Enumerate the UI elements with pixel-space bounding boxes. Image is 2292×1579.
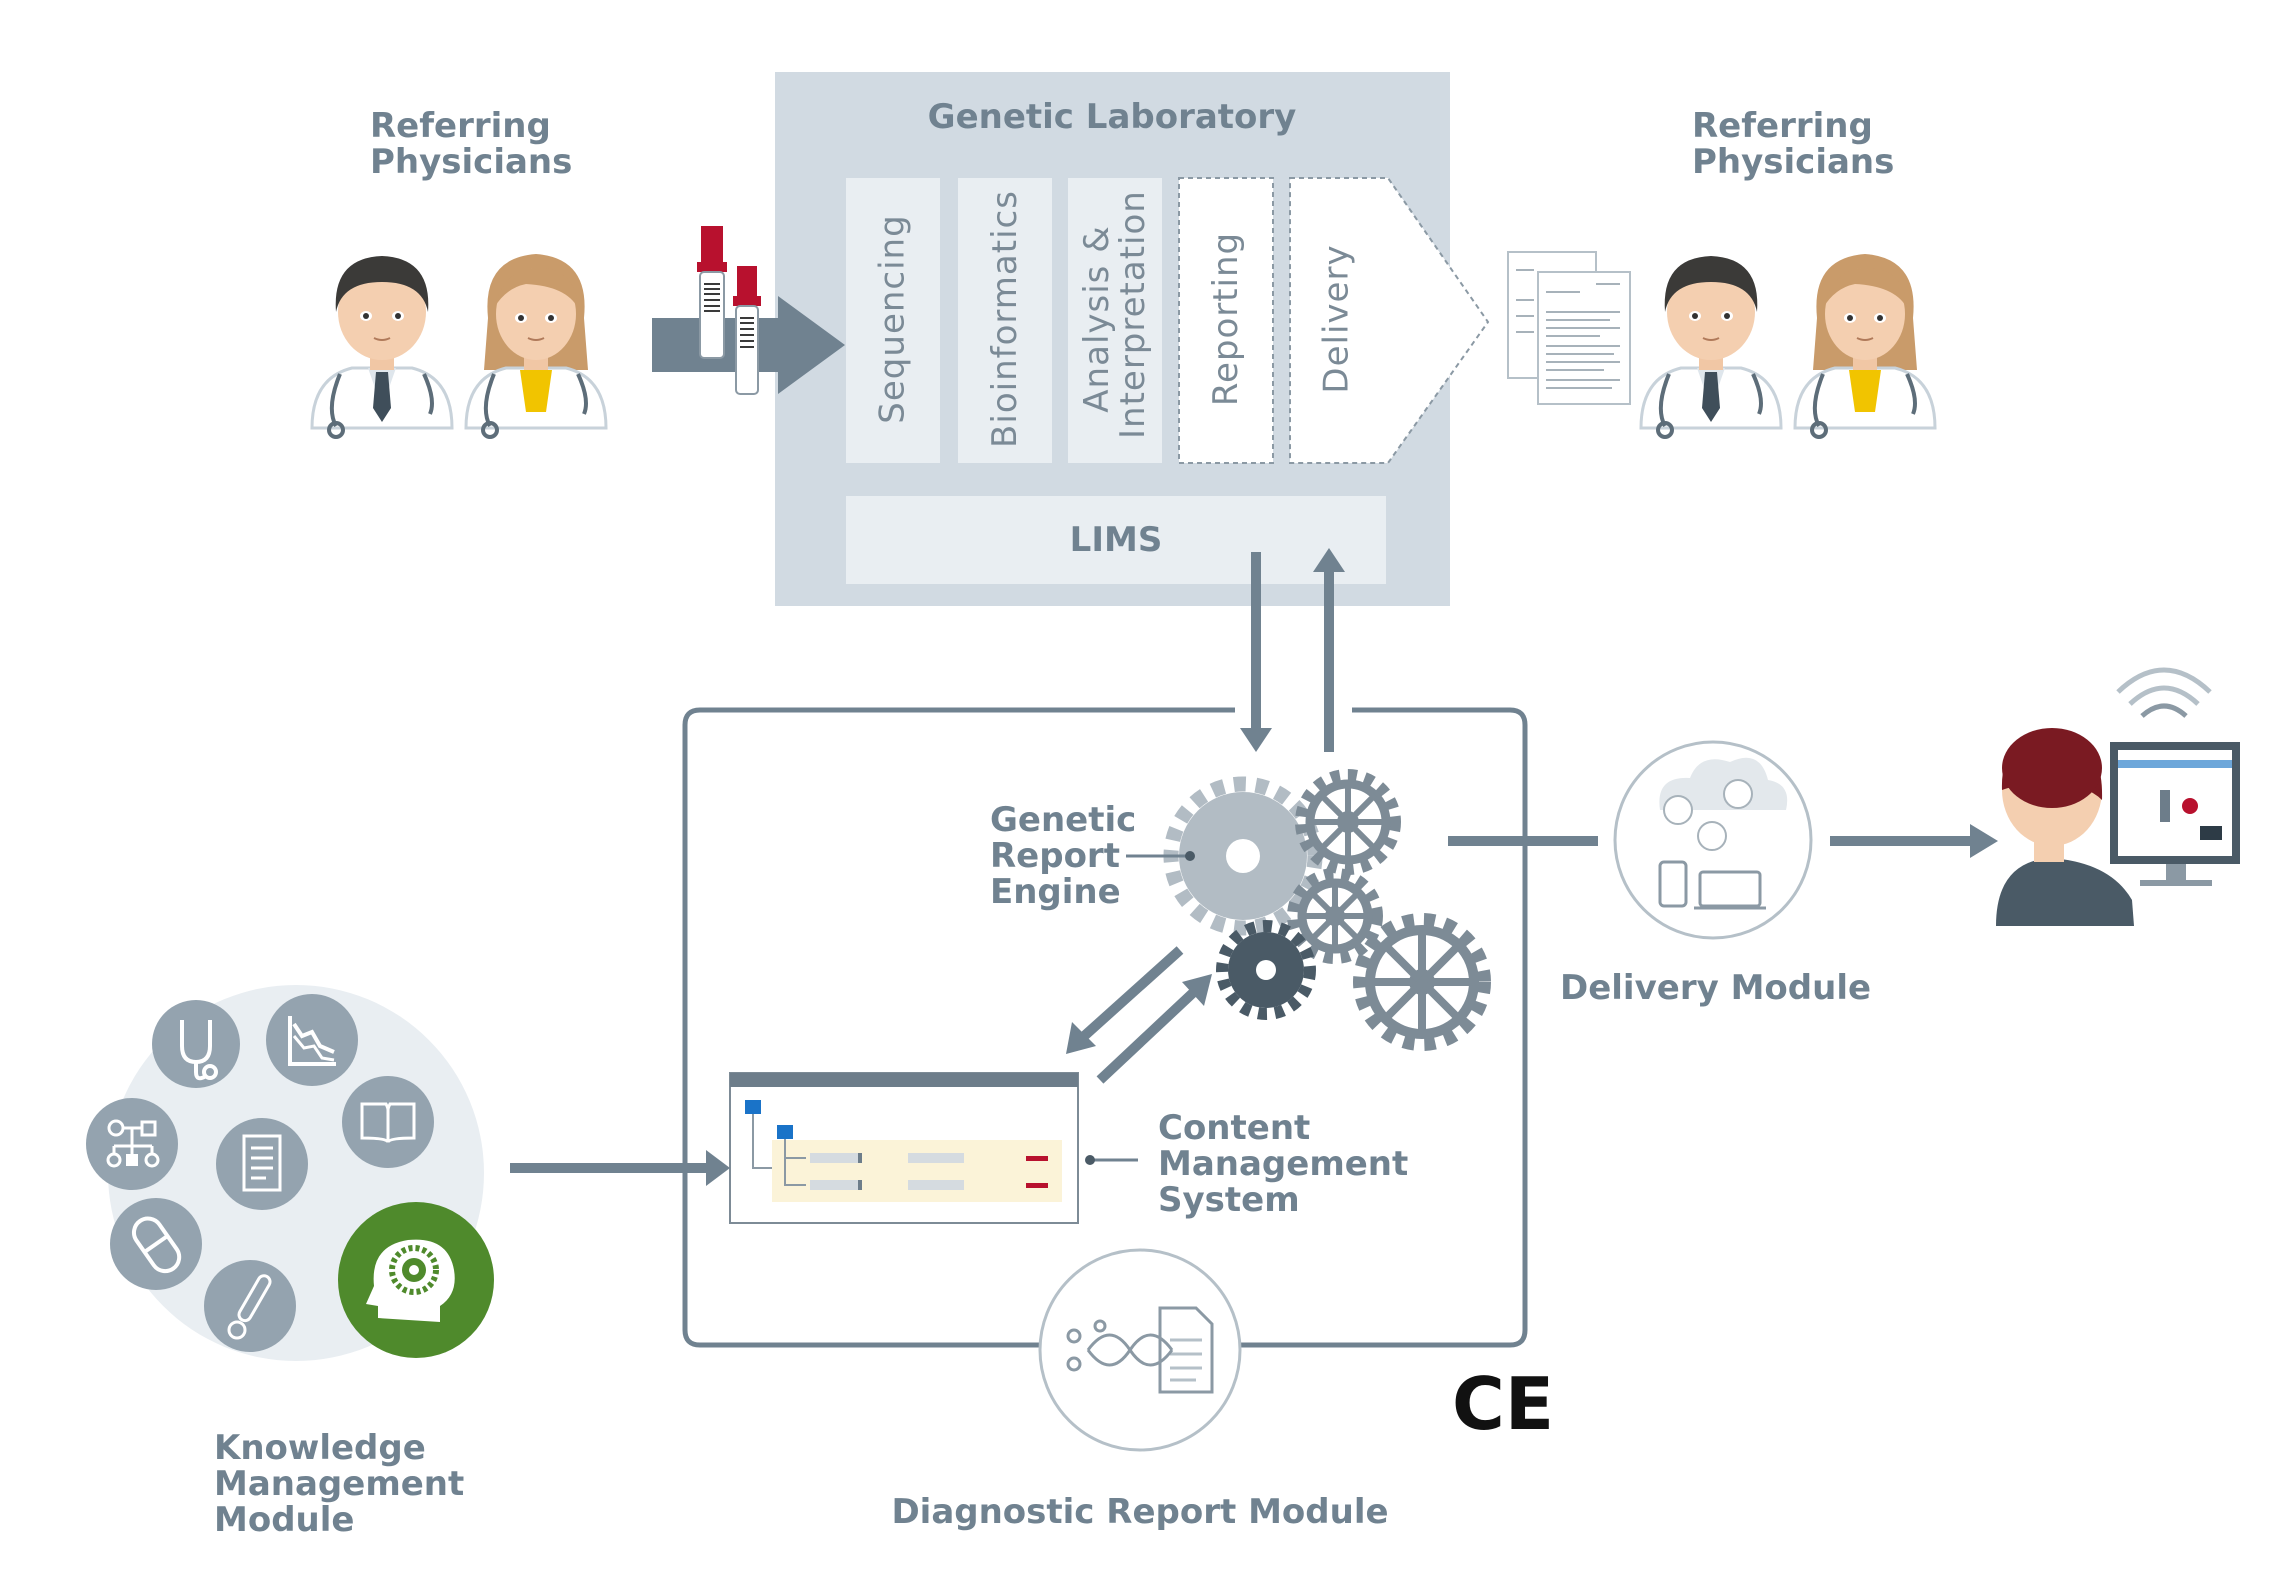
end-user-monitor-icon [1996,667,2240,926]
diagnostic-module-frame [682,707,1235,1348]
report-documents-icon [1507,251,1631,405]
referring-physicians-left-line1: Referring [370,106,551,146]
engine-label-line2: Report [990,836,1120,876]
genetic-laboratory-title: Genetic Laboratory [927,97,1297,137]
lims-bar [846,496,1386,584]
step-analysis-interpretation: Analysis & Interpretation [1077,190,1153,439]
sequencing-column [846,178,940,463]
chart-icon [266,994,358,1086]
cms-label-line2: Management [1158,1144,1409,1184]
cms-to-engine-arrow [1096,974,1212,1084]
delivery-devices-icon [1613,740,1813,940]
pedigree-icon [86,1098,178,1190]
lims-to-engine-arrow [1240,552,1272,752]
lims-label: LIMS [1069,520,1163,560]
dna-report-icon [1038,1248,1242,1452]
male-physician-icon [1639,254,1783,439]
brain-gear-icon [338,1202,494,1358]
referring-physicians-right-line2: Physicians [1692,142,1895,182]
analysis-column [1068,178,1162,463]
engine-to-delivery-line [1448,836,1598,846]
step-reporting: Reporting [1206,231,1247,407]
reporting-column [1178,177,1274,464]
delivery-arrow-column [1289,177,1490,464]
female-physician-icon [464,252,608,439]
step-bioinformatics: Bioinformatics [985,190,1025,448]
pill-icon [110,1198,202,1290]
blood-tube-icon [733,266,761,395]
delivery-module-label: Delivery Module [1560,968,1872,1008]
female-physician-icon [1793,252,1937,439]
step-sequencing: Sequencing [873,214,913,424]
referring-physicians-left-line2: Physicians [370,142,573,182]
knowledge-to-cms-arrow [510,1150,730,1186]
male-physician-icon [310,254,454,439]
gear-icon [1353,913,1491,1051]
diagnostic-report-module-label: Diagnostic Report Module [891,1492,1389,1532]
knowledge-label-line3: Module [214,1500,355,1540]
step-delivery: Delivery [1317,244,1358,394]
bioinformatics-column [958,178,1052,463]
cms-label-line1: Content [1158,1108,1311,1148]
delivery-to-user-arrow [1830,824,1998,858]
stethoscope-icon [152,1000,240,1088]
gear-icon [1295,769,1401,875]
cms-window-icon [729,1072,1079,1224]
referring-physicians-right-line1: Referring [1692,106,1873,146]
engine-to-lims-arrow [1313,548,1345,752]
knowledge-label-line2: Management [214,1464,465,1504]
document-icon [216,1118,308,1210]
gear-icon [1216,920,1316,1020]
thermometer-icon [204,1260,296,1352]
cms-label-line3: System [1158,1180,1300,1220]
ce-mark: CE [1452,1362,1555,1446]
knowledge-label-line1: Knowledge [214,1428,426,1468]
engine-label-line3: Engine [990,872,1121,912]
engine-label-line1: Genetic [990,800,1137,840]
gear-icon [1287,868,1383,964]
blood-tube-icon [697,226,727,359]
engine-to-cms-arrow [1066,946,1184,1054]
book-icon [342,1076,434,1168]
